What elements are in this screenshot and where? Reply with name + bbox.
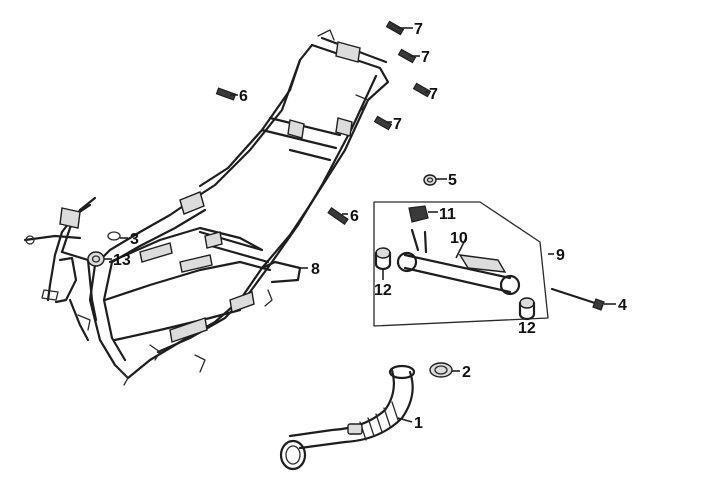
callout-7-b: 7 bbox=[421, 49, 430, 66]
callout-7-d: 7 bbox=[393, 116, 402, 133]
bolt-icon bbox=[373, 115, 393, 131]
callout-labels: 7 7 7 7 6 6 5 11 10 9 12 12 4 3 13 8 2 1 bbox=[113, 21, 627, 432]
callout-6-lower: 6 bbox=[350, 208, 359, 225]
callout-8: 8 bbox=[311, 261, 320, 278]
engine-hanger-assembly bbox=[373, 201, 549, 327]
callout-6-upper: 6 bbox=[239, 88, 248, 105]
callout-9: 9 bbox=[556, 247, 565, 264]
callout-1: 1 bbox=[414, 415, 423, 432]
nut-icon bbox=[423, 174, 437, 186]
callout-10: 10 bbox=[450, 230, 468, 247]
leader-lines bbox=[104, 27, 616, 423]
bolt-icon bbox=[385, 20, 405, 36]
bolt-7-group bbox=[373, 20, 432, 131]
callout-7-c: 7 bbox=[429, 86, 438, 103]
callout-11: 11 bbox=[439, 206, 456, 223]
bolt-icon bbox=[215, 87, 237, 101]
clamp-icon bbox=[429, 362, 453, 378]
bolt-icon bbox=[412, 82, 432, 98]
callout-12-right: 12 bbox=[518, 320, 536, 337]
callout-12-left: 12 bbox=[374, 282, 392, 299]
callout-3: 3 bbox=[130, 231, 139, 248]
intake-duct bbox=[279, 364, 416, 471]
callout-5: 5 bbox=[448, 172, 457, 189]
callout-7-a: 7 bbox=[414, 21, 423, 38]
callout-2: 2 bbox=[462, 364, 471, 381]
bolt-icon bbox=[327, 206, 349, 226]
main-frame bbox=[23, 29, 390, 386]
long-bolt-icon bbox=[550, 287, 605, 311]
bushing-icon bbox=[87, 251, 105, 267]
washer-icon bbox=[107, 231, 121, 241]
callout-4: 4 bbox=[618, 297, 627, 314]
callout-13: 13 bbox=[113, 252, 131, 269]
bolt-icon bbox=[397, 48, 417, 64]
